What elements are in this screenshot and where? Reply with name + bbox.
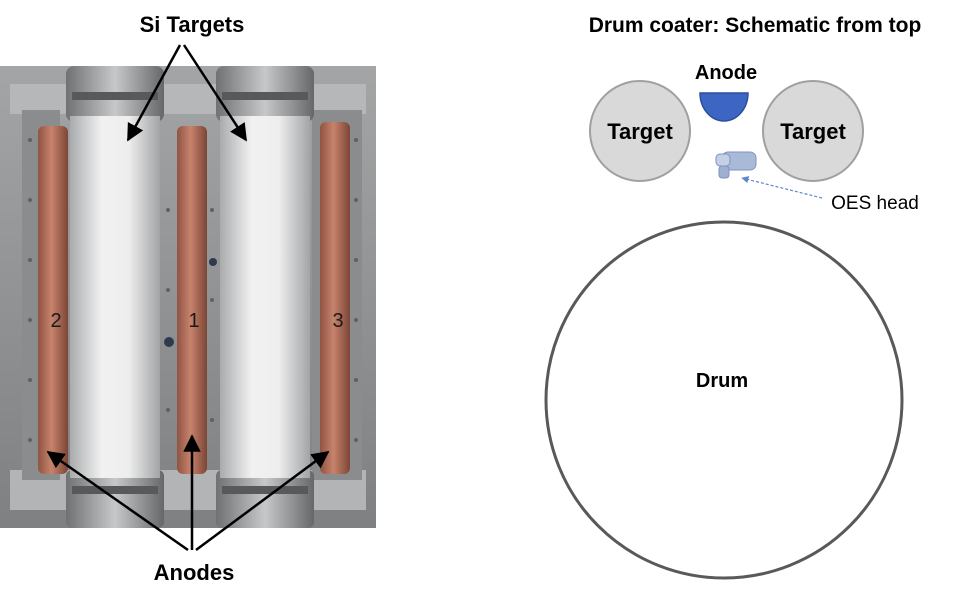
anodes-label: Anodes (154, 560, 235, 585)
anodes-arrow-right (195, 450, 330, 552)
oes-pointer-arrow (741, 176, 823, 199)
si-targets-arrow-right (182, 44, 248, 142)
anode-shape (699, 92, 749, 122)
si-targets-label: Si Targets (140, 12, 245, 37)
anode-label: Anode (695, 62, 757, 84)
si-target-right (220, 116, 310, 478)
target-right: Target (762, 80, 864, 182)
anode-rod-2 (38, 126, 68, 474)
si-target-left (70, 116, 160, 478)
oes-head-icon (715, 151, 757, 179)
target-right-label: Target (780, 119, 846, 144)
target-left: Target (589, 80, 691, 182)
anode-rod-3 (320, 122, 350, 474)
target-left-label: Target (607, 119, 673, 144)
anode-number-2: 2 (50, 310, 61, 332)
oes-head-label: OES head (831, 193, 919, 214)
drum-label: Drum (696, 370, 748, 392)
anode-number-3: 3 (332, 310, 343, 332)
drum-circle (544, 220, 904, 580)
anodes-arrow-left (46, 450, 189, 552)
schematic-title: Drum coater: Schematic from top (589, 14, 922, 37)
anode-number-1: 1 (188, 310, 199, 332)
si-targets-arrow-left (126, 44, 182, 142)
coater-photo: 2 1 3 (0, 66, 376, 528)
anode-rod-1 (177, 126, 207, 474)
